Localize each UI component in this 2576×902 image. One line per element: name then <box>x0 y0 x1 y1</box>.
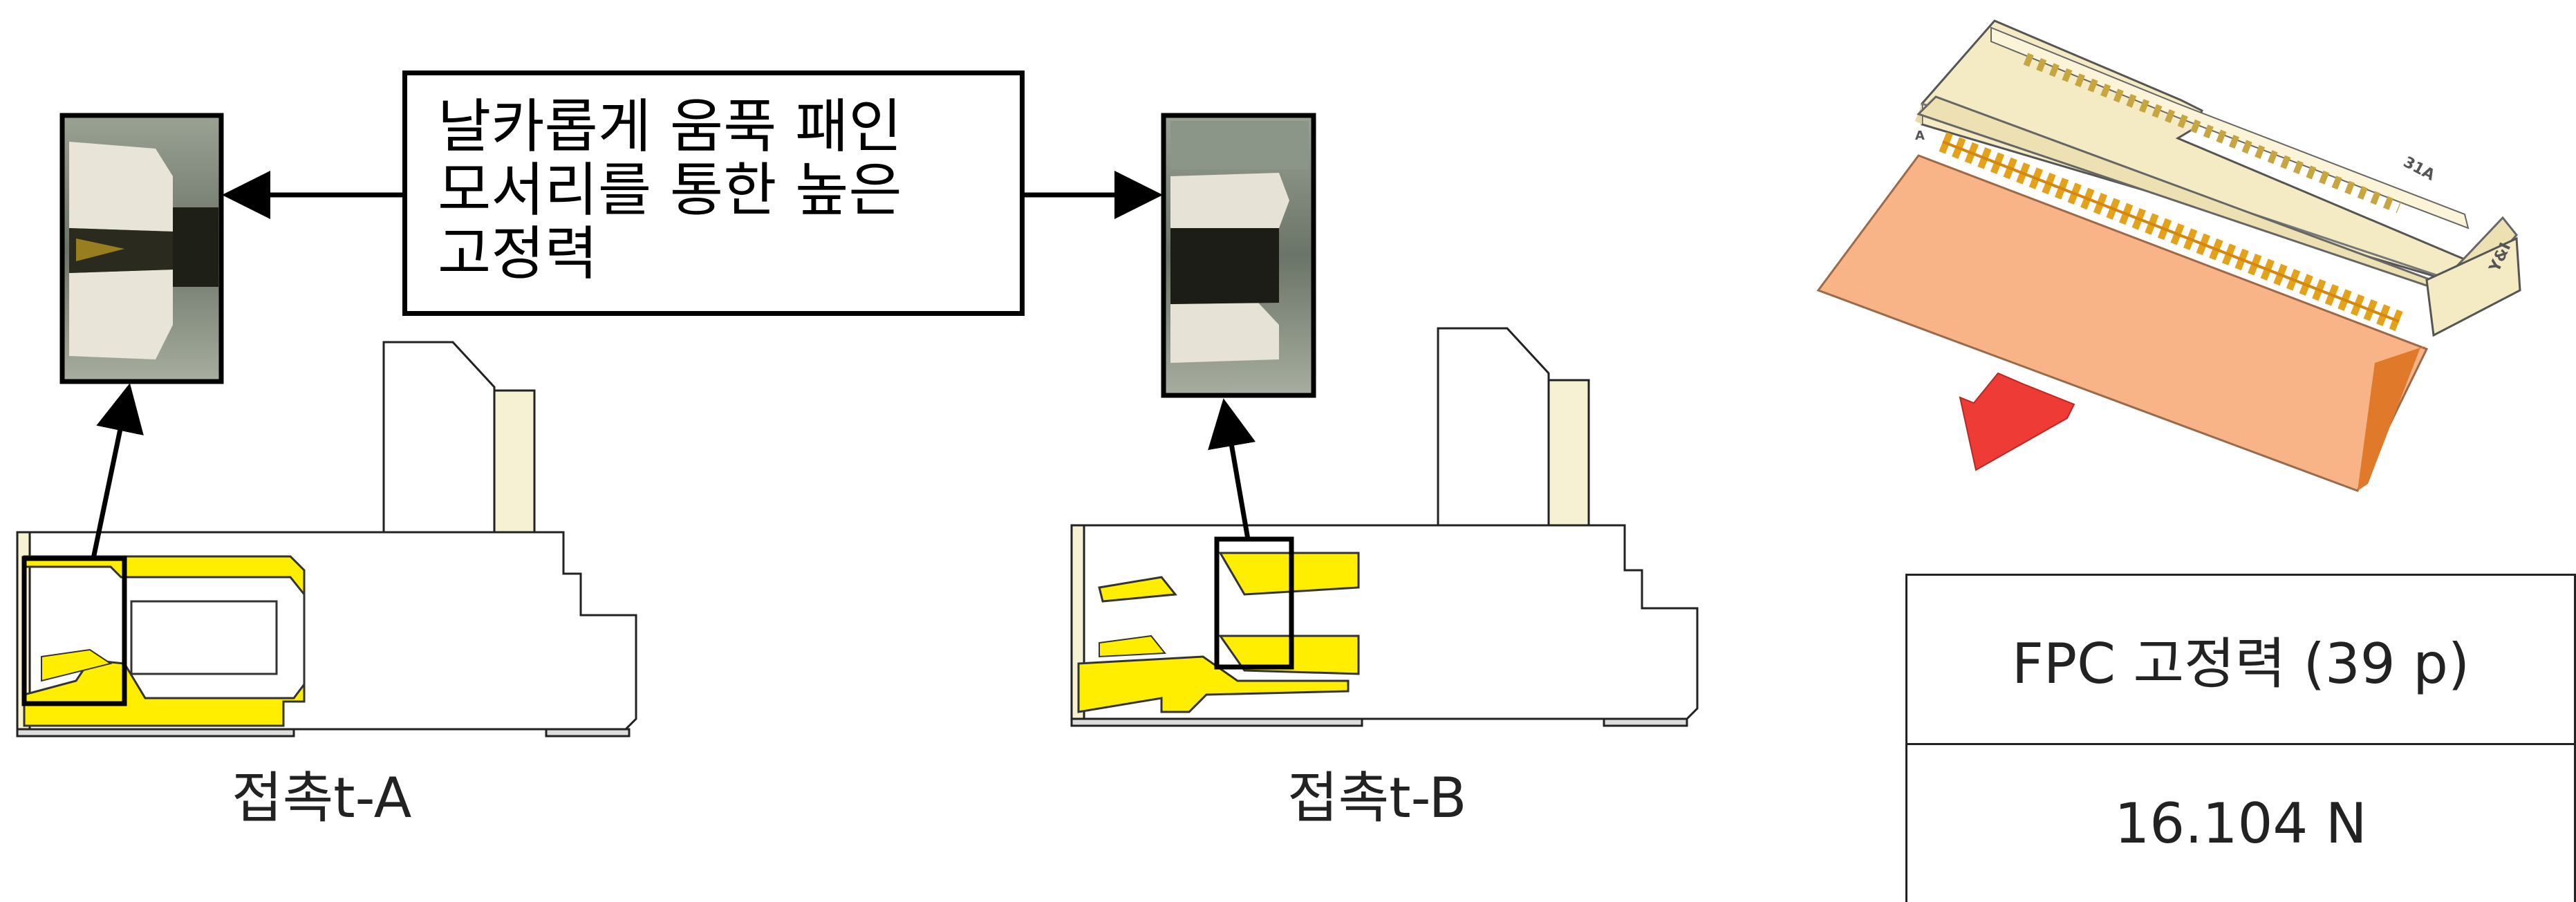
caption-contact-a: 접촉t-A <box>232 766 412 830</box>
highlight-box-b <box>1214 536 1294 670</box>
caption-contact-b: 접촉t-B <box>1287 766 1467 830</box>
connector-start-mark: A <box>1915 129 1925 143</box>
table-value-text: 16.104 N <box>2114 791 2367 856</box>
zoom-arrow-b <box>1208 398 1256 540</box>
highlight-box-a <box>21 556 127 706</box>
callout-box: 날카롭게 움푹 패인 모서리를 통한 높은 고정력 <box>402 71 1025 316</box>
cross-section-b <box>1070 327 1699 727</box>
zoom-arrow-a <box>91 383 144 559</box>
callout-line-1: 날카롭게 움푹 패인 <box>438 93 902 160</box>
callout-line-3: 고정력 <box>438 220 598 288</box>
pull-direction-arrow <box>1959 372 2075 471</box>
photo-contact-b <box>1161 113 1316 398</box>
connector-render <box>1816 19 2521 492</box>
table-header-cell: FPC 고정력 (39 p) <box>1905 574 2576 745</box>
table-header-text: FPC 고정력 (39 p) <box>2011 632 2470 696</box>
photo-contact-a <box>59 113 224 384</box>
table-value-cell: 16.104 N <box>1905 743 2576 902</box>
callout-line-2: 모서리를 통한 높은 <box>438 156 902 224</box>
cross-section-a <box>16 341 637 737</box>
